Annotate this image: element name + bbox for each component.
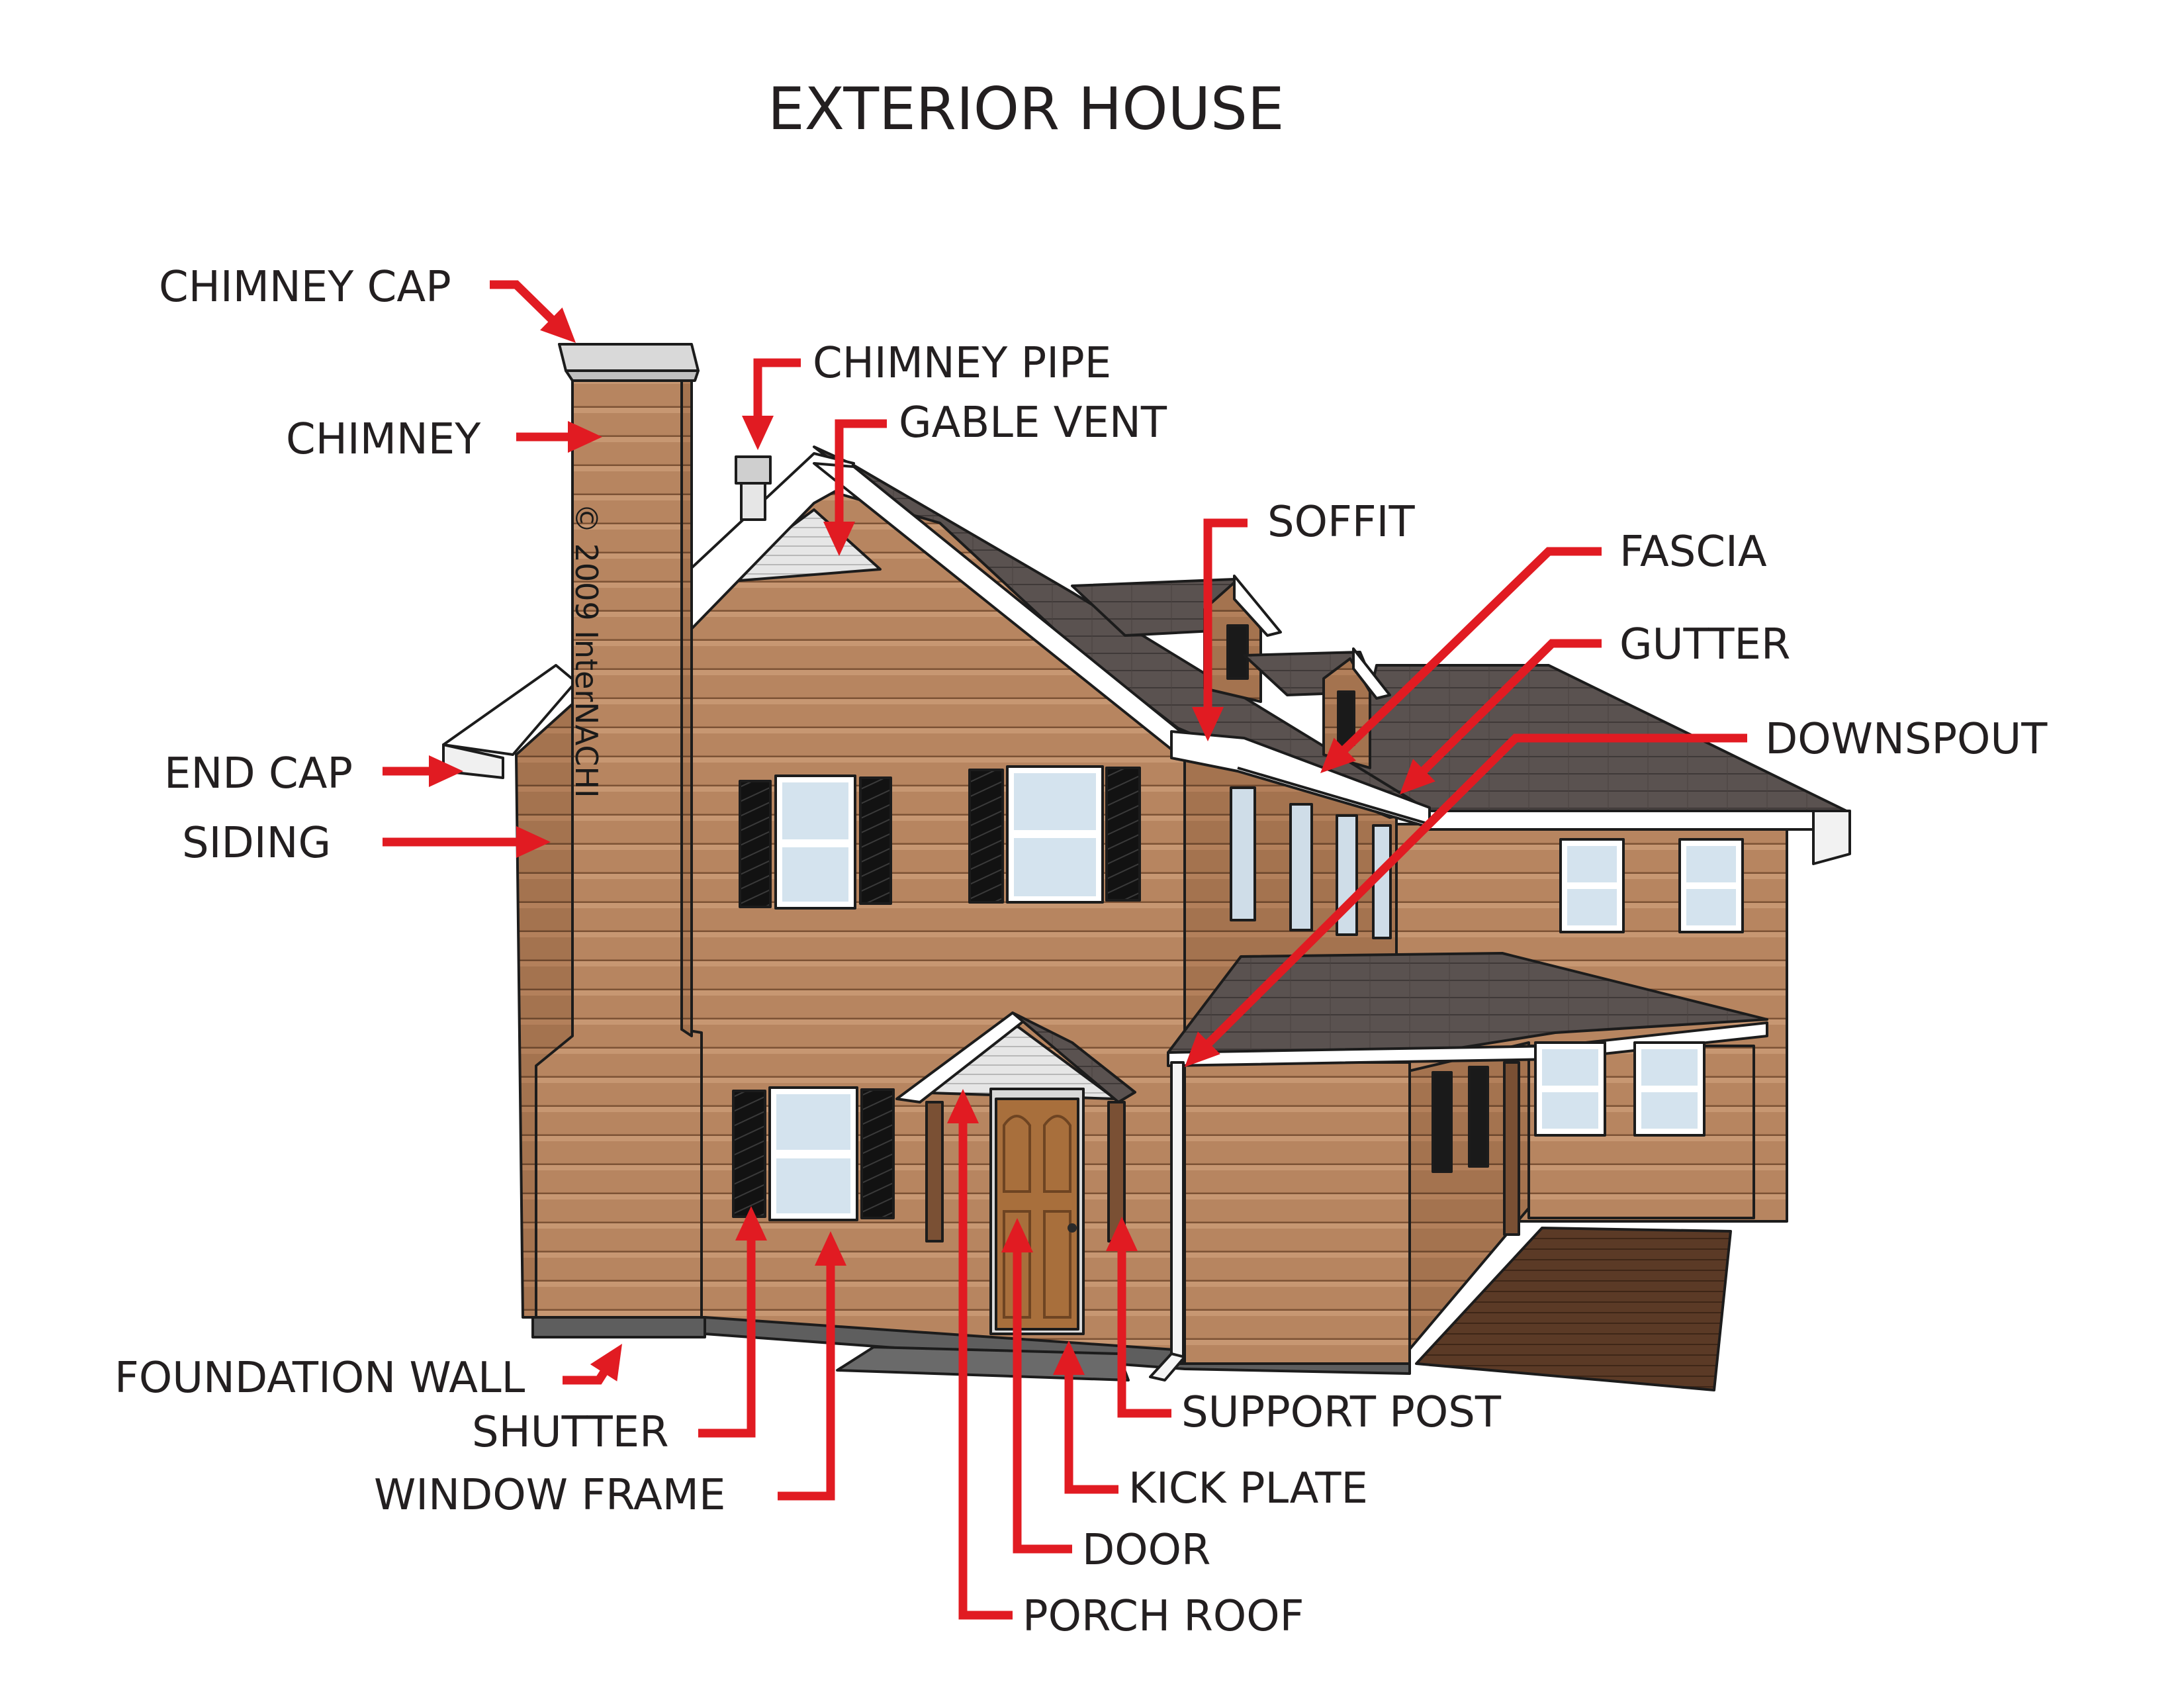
side-porch (1149, 952, 1768, 1391)
watermark: © 2009 InterNACHI (569, 503, 604, 798)
arrowhead-porch-roof (947, 1089, 979, 1123)
rear-gutter (1422, 810, 1848, 831)
rear-window-left (1559, 838, 1625, 933)
label-window-frame: WINDOW FRAME (374, 1471, 725, 1520)
leader-gutter (1418, 639, 1602, 776)
arrowhead-support-post (1106, 1217, 1138, 1251)
callout-labels: CHIMNEY CAP CHIMNEY CHIMNEY PIPE GABLE V… (114, 263, 2048, 1641)
arrowhead-gable-vent (823, 522, 855, 556)
label-foundation-wall: FOUNDATION WALL (114, 1354, 525, 1403)
leader-lines (383, 280, 1747, 1620)
arrowhead-foundation-wall (590, 1344, 622, 1382)
leader-shutter (698, 1237, 756, 1438)
leader-soffit (1203, 518, 1248, 711)
label-shutter: SHUTTER (472, 1408, 669, 1457)
arrowhead-chimney-cap (540, 307, 576, 343)
label-downspout: DOWNSPOUT (1765, 715, 2048, 764)
arrowhead-downspout (1185, 1031, 1220, 1067)
house-illustration: © 2009 InterNACHI (442, 343, 1851, 1391)
label-chimney-pipe: CHIMNEY PIPE (813, 339, 1111, 388)
label-soffit: SOFFIT (1267, 498, 1416, 547)
arrowhead-door (1001, 1218, 1033, 1252)
arrowhead-end-cap (429, 755, 463, 787)
label-door: DOOR (1082, 1526, 1211, 1575)
porch-step (836, 1346, 1130, 1382)
leader-gable-vent (835, 419, 887, 526)
leader-chimney-pipe (753, 358, 801, 420)
fascia-line (1237, 767, 1430, 825)
label-chimney-cap: CHIMNEY CAP (159, 263, 451, 312)
arrowhead-kick-plate (1053, 1340, 1085, 1375)
label-end-cap: END CAP (164, 749, 353, 798)
front-window-upper-left (739, 774, 892, 910)
front-window-upper-right (968, 765, 1141, 904)
leader-door (1013, 1248, 1072, 1554)
downspout-pipe (1170, 1061, 1185, 1365)
leader-fascia (1339, 547, 1602, 755)
side-windows (1230, 786, 1392, 939)
label-siding: SIDING (182, 819, 331, 868)
front-window-lower (732, 1086, 895, 1221)
side-deck (1415, 1227, 1732, 1391)
front-porch (836, 1011, 1136, 1382)
leader-porch-roof (958, 1119, 1013, 1620)
rear-window-right (1678, 838, 1744, 933)
arrowhead-gutter (1400, 759, 1435, 794)
front-door-shape (995, 1098, 1079, 1331)
leader-kick-plate (1064, 1371, 1118, 1494)
leader-downspout (1203, 733, 1747, 1049)
arrowhead-chimney-pipe (742, 416, 774, 450)
page-title: EXTERIOR HOUSE (768, 75, 1284, 143)
label-porch-roof: PORCH ROOF (1023, 1592, 1304, 1641)
chimney-pipe-shape (735, 455, 772, 521)
leader-chimney-cap (490, 280, 557, 325)
label-gable-vent: GABLE VENT (899, 399, 1167, 447)
arrowhead-siding (516, 826, 551, 858)
arrowhead-fascia (1320, 737, 1357, 773)
arrowhead-window-frame (815, 1231, 846, 1266)
arrowhead-chimney (568, 421, 602, 453)
chimney-shape (531, 343, 706, 1338)
label-chimney: CHIMNEY (286, 415, 481, 464)
leader-window-frame (778, 1262, 835, 1501)
arrowhead-soffit (1192, 707, 1224, 741)
leader-foundation-wall (563, 1367, 610, 1385)
leader-support-post (1117, 1247, 1171, 1418)
label-fascia: FASCIA (1619, 528, 1767, 577)
arrowhead-shutter (735, 1206, 767, 1241)
rear-gutter-end (1812, 810, 1851, 865)
chimney-cap-shape (558, 343, 700, 372)
label-gutter: GUTTER (1619, 620, 1790, 669)
label-kick-plate: KICK PLATE (1128, 1464, 1368, 1513)
label-support-post: SUPPORT POST (1181, 1388, 1502, 1437)
chimney-foundation (531, 1316, 706, 1338)
